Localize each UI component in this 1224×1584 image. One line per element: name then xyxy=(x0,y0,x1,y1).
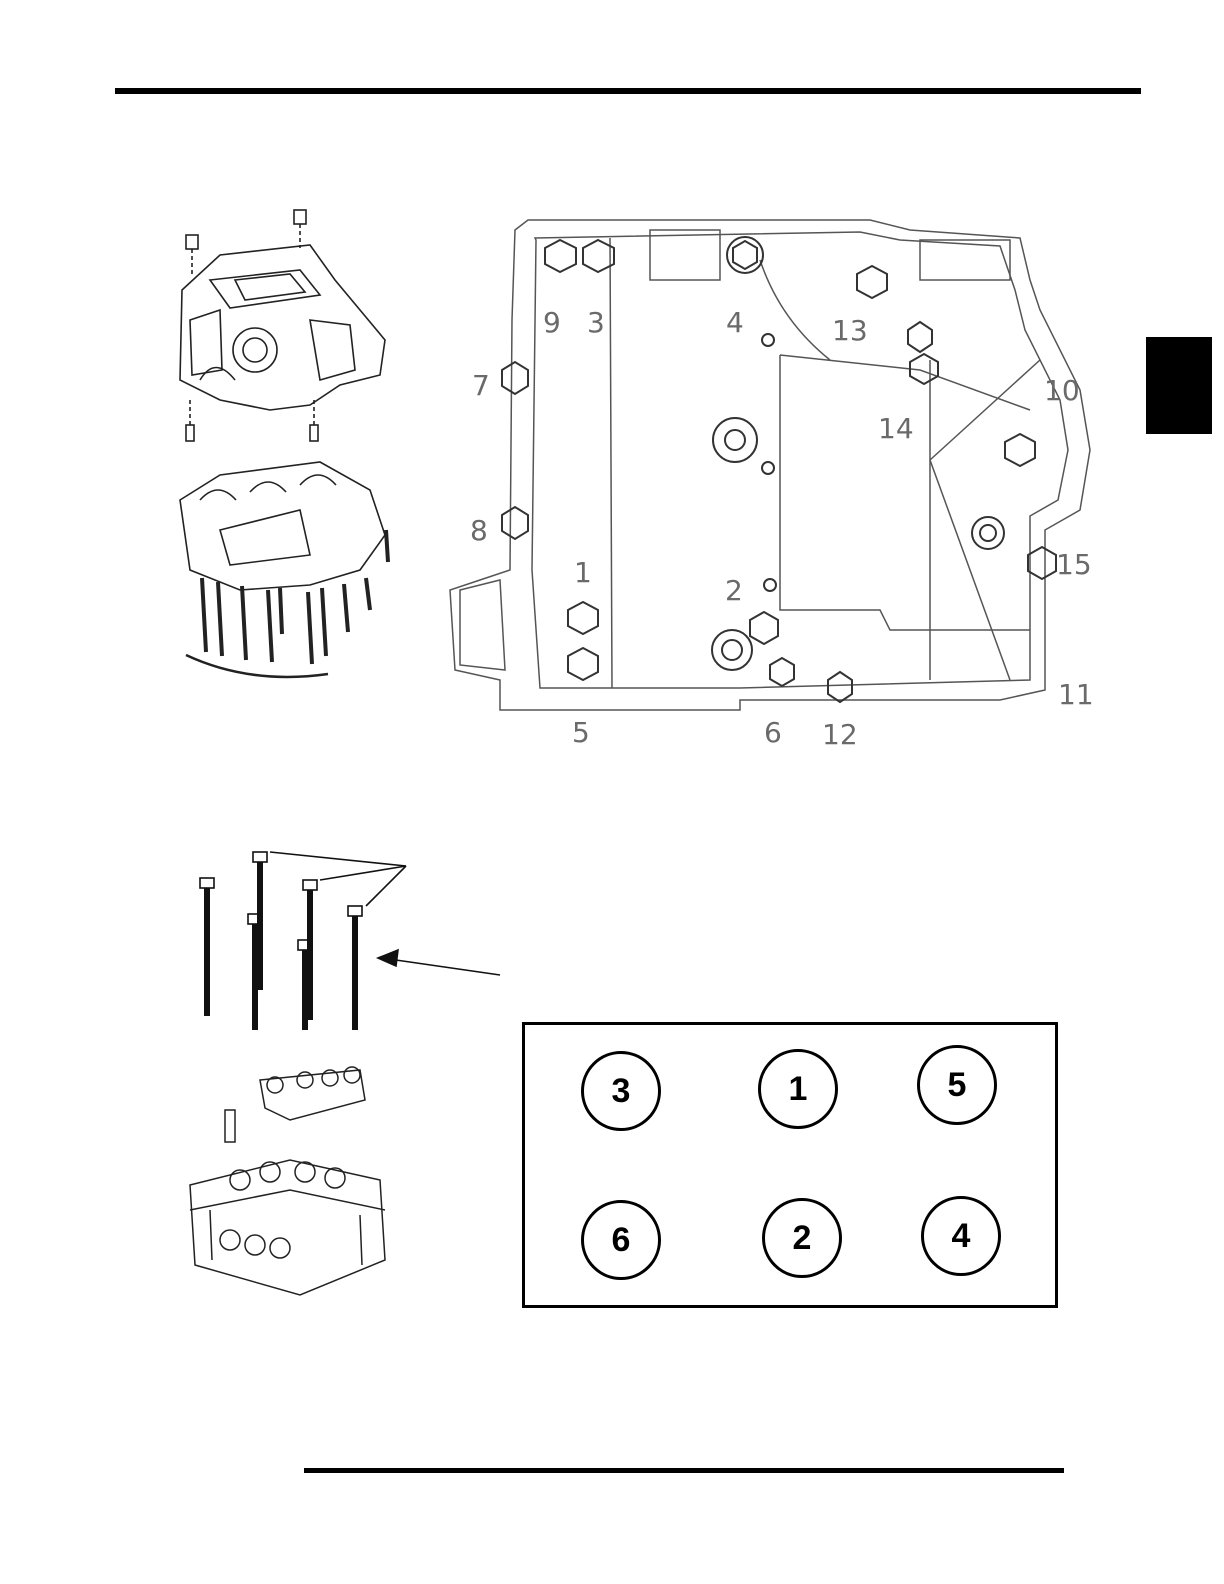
section-tab-marker xyxy=(1146,337,1212,434)
header-rule xyxy=(115,88,1141,94)
sequence-circle: 5 xyxy=(917,1045,997,1125)
sequence-circle: 1 xyxy=(758,1049,838,1129)
footer-rule xyxy=(304,1468,1064,1473)
crankcase-label-14: 14 xyxy=(878,412,914,445)
cylinder-head-drawing xyxy=(180,1060,400,1320)
crankcase-label-8: 8 xyxy=(470,514,488,547)
sequence-circle: 4 xyxy=(921,1196,1001,1276)
crankcase-label-12: 12 xyxy=(822,718,858,751)
crankcase-label-11: 11 xyxy=(1058,678,1094,711)
head-bolts-drawing xyxy=(170,840,510,1030)
crankcase-label-7: 7 xyxy=(472,369,490,402)
sequence-circle: 2 xyxy=(762,1198,842,1278)
crankcase-label-15: 15 xyxy=(1056,548,1092,581)
crankcase-label-9: 9 xyxy=(543,306,561,339)
sequence-circle: 3 xyxy=(581,1051,661,1131)
crankcase-label-13: 13 xyxy=(832,314,868,347)
sequence-circle: 6 xyxy=(581,1200,661,1280)
crankcase-bolt-sequence-drawing: 9 3 4 13 7 10 14 8 1 2 15 11 5 6 12 xyxy=(440,210,1120,760)
crankcase-label-5: 5 xyxy=(572,716,590,749)
crankcase-exploded-drawing xyxy=(160,200,410,730)
head-bolt-sequence-box: 3 1 5 6 2 4 xyxy=(522,1022,1058,1308)
crankcase-label-6: 6 xyxy=(764,716,782,749)
crankcase-label-2: 2 xyxy=(725,574,743,607)
crankcase-label-3: 3 xyxy=(587,306,605,339)
crankcase-label-10: 10 xyxy=(1044,374,1080,407)
crankcase-label-1: 1 xyxy=(574,556,592,589)
crankcase-label-4: 4 xyxy=(726,306,744,339)
